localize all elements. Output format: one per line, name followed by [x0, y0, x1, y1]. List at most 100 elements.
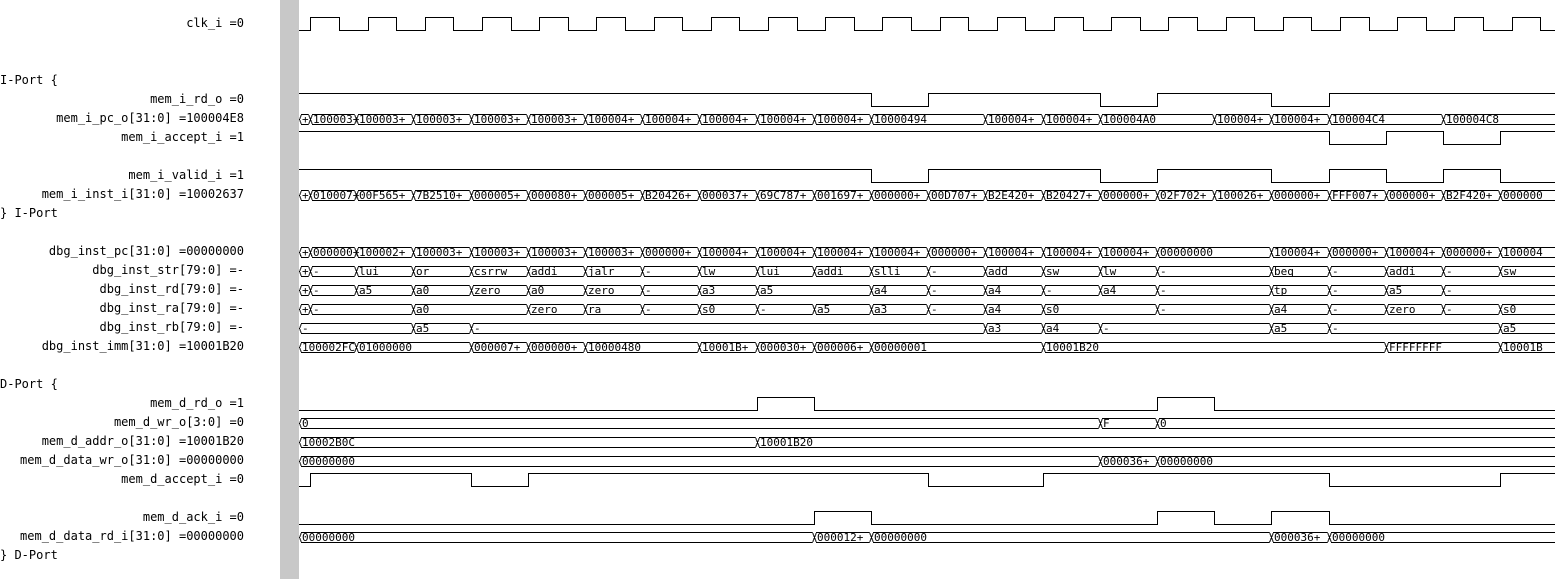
wave-mem-d-data-wr-value: 00000000: [302, 455, 355, 468]
signal-name-mem-d-rd[interactable]: mem_d_rd_o =1: [150, 396, 244, 410]
wave-dbg-inst-pc-value: 000000+: [931, 246, 978, 259]
wave-dbg-inst-pc-value: 100004+: [874, 246, 921, 259]
signal-name-mem-d-wr[interactable]: mem_d_wr_o[3:0] =0: [113, 415, 244, 429]
signal-name-mem-i-valid[interactable]: mem_i_valid_i =1: [128, 168, 244, 182]
wave-dbg-inst-imm-value: 00000001: [874, 341, 927, 354]
wave-dbg-inst-str-value: -: [1332, 265, 1339, 278]
wave-mem-d-data-rd-value: 00000000: [302, 531, 355, 544]
wave-mem-d-data-rd-value: 000012+: [817, 531, 864, 544]
signal-name-mem-d-accept[interactable]: mem_d_accept_i =0: [121, 472, 244, 486]
wave-mem-i-pc-value: 10000494: [874, 113, 927, 126]
wave-mem-i-inst-value: +: [302, 189, 309, 202]
wave-dbg-inst-str-value: beq: [1274, 265, 1294, 278]
wave-dbg-inst-pc-value: 100003+: [588, 246, 635, 259]
wave-dbg-inst-rd-value: -: [313, 284, 320, 297]
wave-dbg-inst-pc-value: 000000+: [645, 246, 692, 259]
signal-name-dbg-inst-str[interactable]: dbg_inst_str[79:0] =-: [92, 263, 244, 277]
wave-dbg-inst-rd-segment: [757, 285, 873, 296]
signal-name-mem-d-ack[interactable]: mem_d_ack_i =0: [142, 510, 244, 524]
signal-name-mem-i-pc[interactable]: mem_i_pc_o[31:0] =100004E8: [56, 111, 244, 125]
wave-mem-d-data-rd-segment: [1329, 532, 1555, 543]
wave-dbg-inst-pc-value: 000000+: [1446, 246, 1493, 259]
wave-mem-d-accept: [299, 473, 1555, 487]
wave-mem-i-pc-value: 100004+: [588, 113, 635, 126]
wave-dbg-inst-ra-value: -: [313, 303, 320, 316]
signal-name-mem-i-rd[interactable]: mem_i_rd_o =0: [150, 92, 244, 106]
wave-mem-i-inst-value: 000005+: [588, 189, 635, 202]
wave-mem-i-valid: [299, 169, 1555, 183]
wave-dbg-inst-str-value: add: [988, 265, 1008, 278]
wave-mem-d-wr-segment: [299, 418, 1102, 429]
wave-dbg-inst-imm-value: 10001B+: [702, 341, 749, 354]
wave-mem-i-inst-value: 7B2510+: [416, 189, 463, 202]
wave-dbg-inst-rd-value: -: [931, 284, 938, 297]
wave-dbg-inst-ra-value: zero: [531, 303, 558, 316]
wave-mem-i-pc-segment: [1443, 114, 1555, 125]
wave-mem-i-pc-value: 100004+: [1217, 113, 1264, 126]
wave-dbg-inst-ra-segment: [413, 304, 530, 315]
wave-dbg-inst-rb-segment: [1500, 323, 1555, 334]
group-open-dport[interactable]: D-Port {: [0, 377, 58, 391]
signal-name-mem-d-addr[interactable]: mem_d_addr_o[31:0] =10001B20: [41, 434, 244, 448]
wave-dbg-inst-rb-value: -: [1332, 322, 1339, 335]
wave-dbg-inst-rd-value: a4: [988, 284, 1002, 297]
signal-name-dbg-inst-rd[interactable]: dbg_inst_rd[79:0] =-: [99, 282, 245, 296]
group-open-iport[interactable]: I-Port {: [0, 73, 58, 87]
signal-name-dbg-inst-imm[interactable]: dbg_inst_imm[31:0] =10001B20: [41, 339, 244, 353]
wave-dbg-inst-rb-value: a5: [1274, 322, 1287, 335]
wave-dbg-inst-rd-value: a4: [874, 284, 888, 297]
pane-splitter[interactable]: [280, 0, 299, 579]
signal-name-mem-d-data-wr[interactable]: mem_d_data_wr_o[31:0] =00000000: [20, 453, 244, 467]
wave-mem-i-inst-value: 000037+: [702, 189, 749, 202]
wave-dbg-inst-str-value: csrrw: [474, 265, 507, 278]
wave-dbg-inst-rb-value: -: [302, 322, 309, 335]
wave-dbg-inst-ra-value: ra: [588, 303, 601, 316]
wave-dbg-inst-rd-value: -: [1332, 284, 1339, 297]
wave-dbg-inst-str-value: sw: [1046, 265, 1060, 278]
wave-dbg-inst-imm-value: 000006+: [817, 341, 864, 354]
wave-mem-i-pc-value: 100004+: [760, 113, 807, 126]
signal-name-mem-i-accept[interactable]: mem_i_accept_i =1: [121, 130, 244, 144]
signal-name-dbg-inst-rb[interactable]: dbg_inst_rb[79:0] =-: [99, 320, 245, 334]
wave-dbg-inst-imm-value: 10001B20: [1046, 341, 1099, 354]
wave-dbg-inst-pc-value: 100004+: [1389, 246, 1436, 259]
wave-mem-i-inst-value: 000000+: [1103, 189, 1150, 202]
wave-mem-d-addr-value: 10001B20: [760, 436, 813, 449]
wave-mem-i-pc-value: 100003+: [474, 113, 521, 126]
signal-name-dbg-inst-ra[interactable]: dbg_inst_ra[79:0] =-: [99, 301, 245, 315]
signal-name-dbg-inst-pc[interactable]: dbg_inst_pc[31:0] =00000000: [48, 244, 244, 258]
wave-dbg-inst-imm-value: FFFFFFFF: [1389, 341, 1442, 354]
wave-dbg-inst-rd-value: -: [645, 284, 652, 297]
wave-dbg-inst-str-value: -: [931, 265, 938, 278]
wave-dbg-inst-ra-value: a0: [416, 303, 429, 316]
wave-dbg-inst-rd-value: tp: [1274, 284, 1287, 297]
wave-dbg-inst-str-value: jalr: [588, 265, 615, 278]
wave-dbg-inst-imm-segment: [1500, 342, 1555, 353]
wave-mem-i-inst-value: 00F565+: [359, 189, 406, 202]
wave-dbg-inst-str-segment: [1500, 266, 1555, 277]
wave-dbg-inst-ra-segment: [1043, 304, 1159, 315]
wave-dbg-inst-ra-value: -: [1332, 303, 1339, 316]
wave-dbg-inst-ra-segment: [1157, 304, 1273, 315]
wave-dbg-inst-rd-value: +: [302, 284, 309, 297]
wave-dbg-inst-ra-value: -: [1446, 303, 1453, 316]
signal-name-clk[interactable]: clk_i =0: [186, 16, 244, 30]
wave-mem-i-inst-value: 00D707+: [931, 189, 978, 202]
wave-mem-d-data-rd-value: 000036+: [1274, 531, 1321, 544]
wave-dbg-inst-rb-value: a4: [1046, 322, 1060, 335]
group-close-iport: } I-Port: [0, 206, 58, 220]
wave-mem-i-pc-value: 100004A0: [1103, 113, 1156, 126]
wave-mem-d-data-wr-segment: [299, 456, 1102, 467]
wave-dbg-inst-imm-value: 000030+: [760, 341, 807, 354]
wave-dbg-inst-rd-value: -: [1046, 284, 1053, 297]
wave-mem-d-rd: [299, 397, 1555, 411]
signal-name-mem-d-data-rd[interactable]: mem_d_data_rd_i[31:0] =00000000: [20, 529, 244, 543]
wave-mem-i-inst-value: FFF007+: [1332, 189, 1379, 202]
wave-mem-d-data-rd-segment: [299, 532, 816, 543]
wave-mem-d-addr-segment: [299, 437, 759, 448]
wave-dbg-inst-pc-value: 100004+: [988, 246, 1035, 259]
signal-name-mem-i-inst[interactable]: mem_i_inst_i[31:0] =10002637: [41, 187, 244, 201]
wave-mem-d-data-wr-value: 000036+: [1103, 455, 1150, 468]
wave-dbg-inst-imm-value: 10001B: [1503, 341, 1543, 354]
waveform-pane[interactable]: +100003+100003+100003+100003+100003+1000…: [299, 0, 1555, 579]
